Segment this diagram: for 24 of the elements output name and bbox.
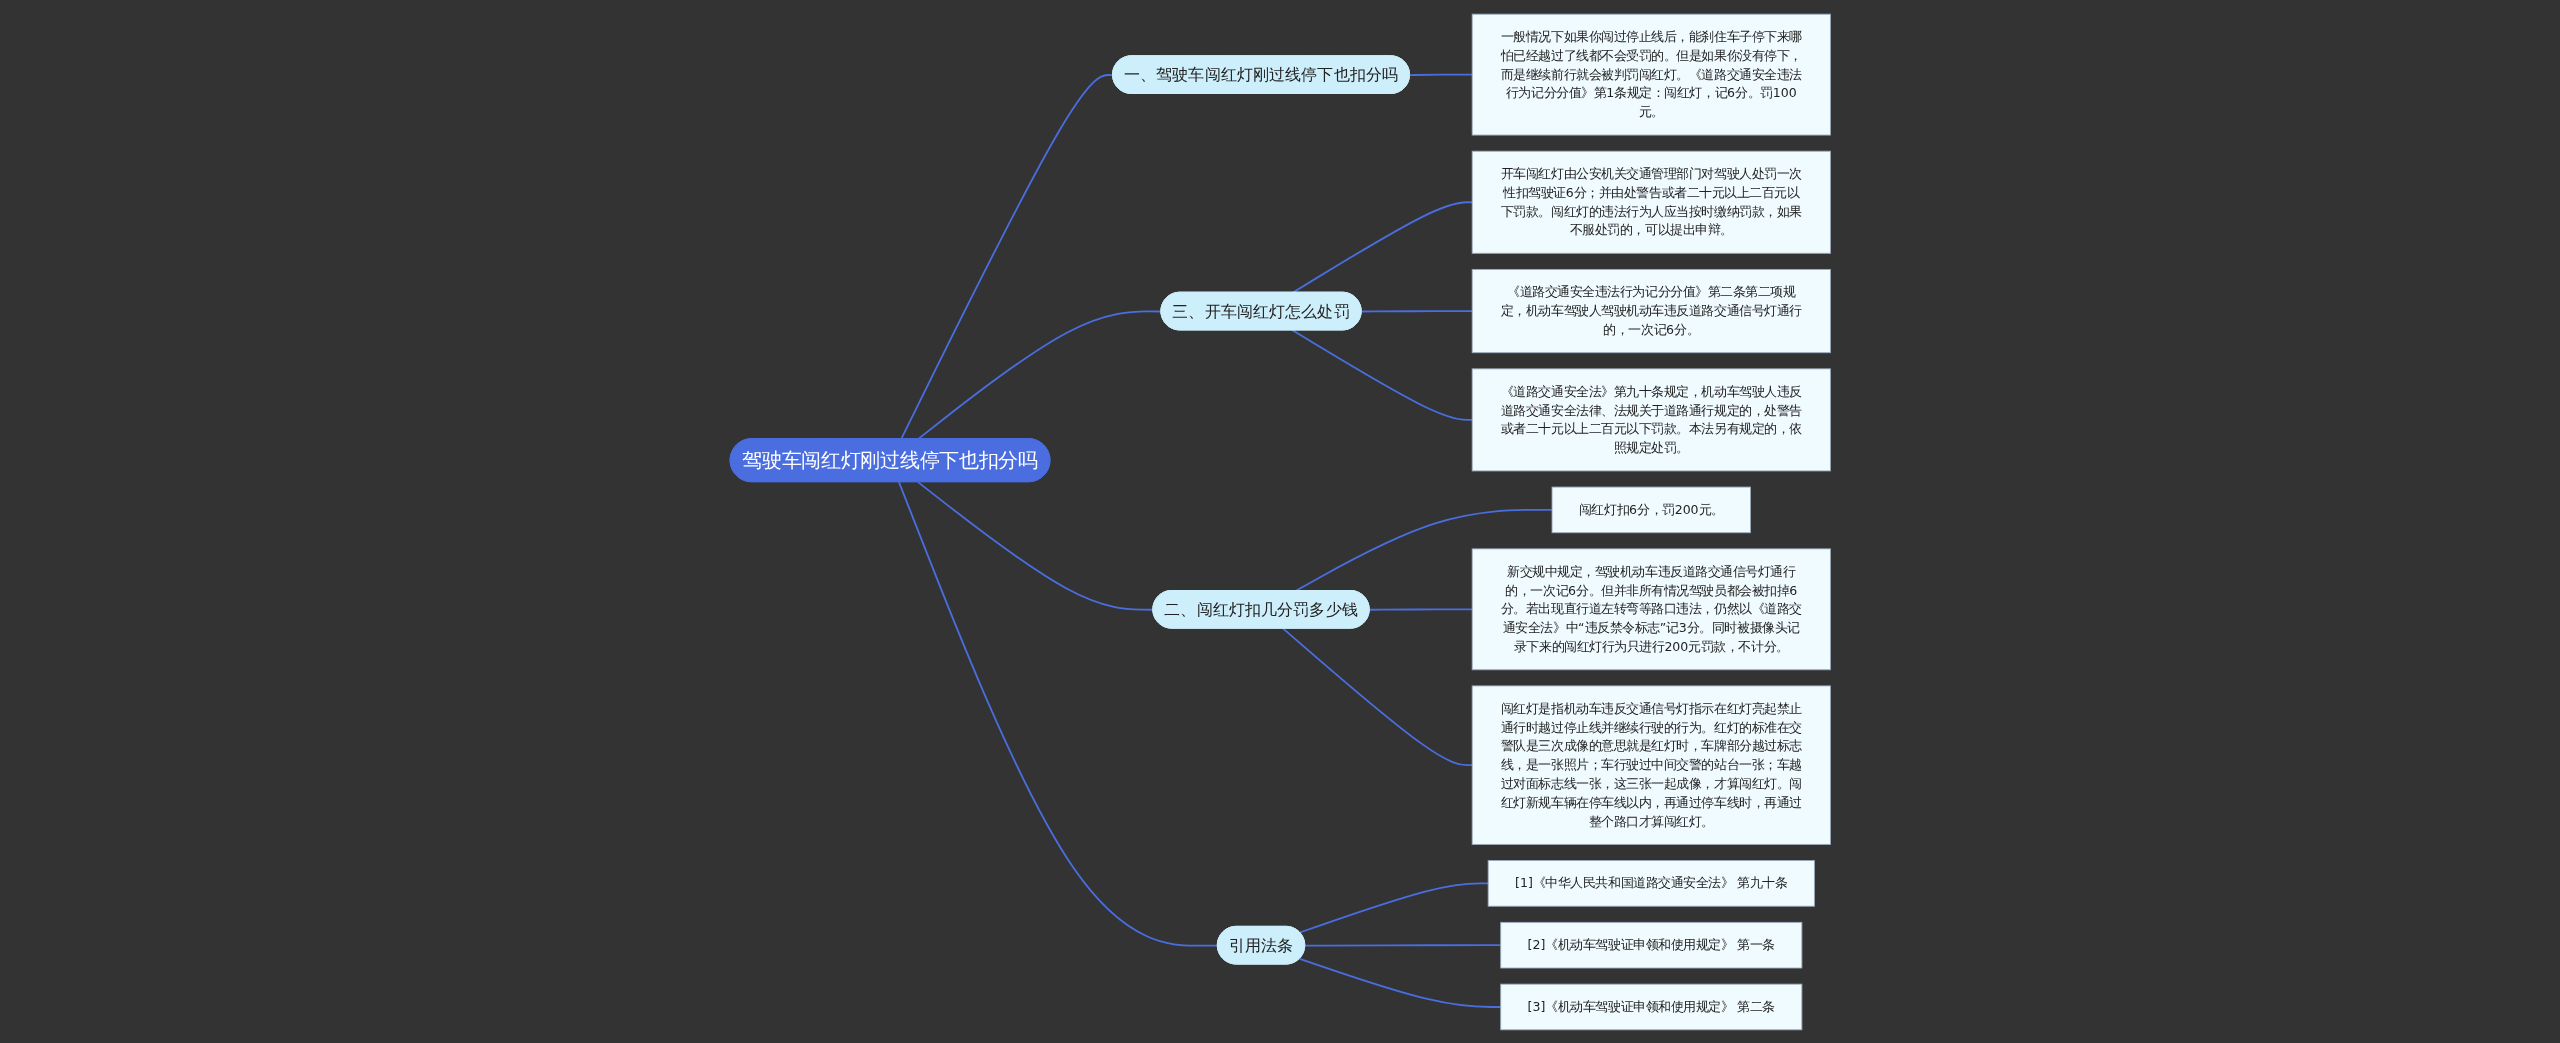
node-box [1487, 859, 1815, 907]
node-box [1471, 150, 1831, 254]
connector [899, 73, 1114, 440]
connector [1408, 73, 1473, 76]
mind-map: 驾驶车闯红灯刚过线停下也扣分吗 一、驾驶车闯红灯刚过线停下也扣分吗 一般情况下如果你闯过停止线后，能刹住车子停下来哪怕已经越过了线都不会受罚的。但是如果你没有停下，而是继续前行就会被判罚闯红灯。《道路交通安全违法行为记分分值》第1条规定：闯红灯，记6分。罚100元。 三、开车闯红灯怎么处罚 开车闯红灯由公安机关交通管理部门对驾驶人处罚一次性扣驾驶证6分；并由处警告或者二十元以上二百元以下罚款。闯红灯的违法行为人应当按时缴纳罚款，如果不服处罚的，可以提出申辩。 《道路交通安全违法行为记分分值》第二条第二项规定，机动车驾驶人驾驶机动车违反道路交通信号灯通行的，一次记6分。 《道路交通安全法》第九十条规定，机动车驾驶人违反道路交通安全法律、法规关于道路通行规定的，处警告或者二十元以上二百元以下罚款。本法另有规定的，依照规定处罚。 二、闯红灯扣几分罚多少钱 闯红灯扣6分，罚200元。 新交规中规定，驾驶机动车违反道路交通信号灯通行的，一次记6分。但并非所有情况驾驶员都会被扣掉6分。若出现直行道左转弯等路口违法，仍然以《道路交通安全法》中“违反禁令标志”记3分。同时被摄像头记录下来的闯红灯行为只进行200元罚款，不计分。 闯红灯是指机动车违反交通信号灯指示在红灯亮起禁止通行时越过停止线并继续行驶的行为。红灯的标准在交警队是三次成像的意思就是红灯时，车牌部分越过标志线，是一张照片；车行驶过中间交警的站台一张；车越过对面标志线一张，这三张一起成像，才算闯红灯。闯红灯新规车辆在停车线以内，再通过停车线时，再通过整个路口才算闯红灯。 引用法条 [1]《中华人民共和国道路交通安全法》 第九十条 [2]《机动车驾驶证申领和使用规定》 第一条 [3]《机动车驾驶证申领和使用规定》 第二条 [722, 6, 1838, 1037]
connector [1360, 309, 1473, 312]
node-box [1551, 486, 1751, 533]
connector [1298, 957, 1502, 1008]
connector [1291, 328, 1473, 421]
connector [1303, 943, 1502, 947]
connector [1298, 882, 1489, 933]
node-box [1499, 983, 1803, 1030]
connector [916, 480, 1154, 611]
node-box [1471, 13, 1831, 136]
connector [916, 310, 1162, 440]
connector [1294, 508, 1553, 592]
node-box [1471, 684, 1831, 845]
connector [1282, 627, 1473, 766]
node-box [1499, 921, 1803, 968]
node-box [1471, 268, 1831, 353]
connector [897, 480, 1219, 947]
node-box [1471, 367, 1831, 471]
connector [1368, 607, 1473, 611]
node-box [1471, 547, 1831, 670]
